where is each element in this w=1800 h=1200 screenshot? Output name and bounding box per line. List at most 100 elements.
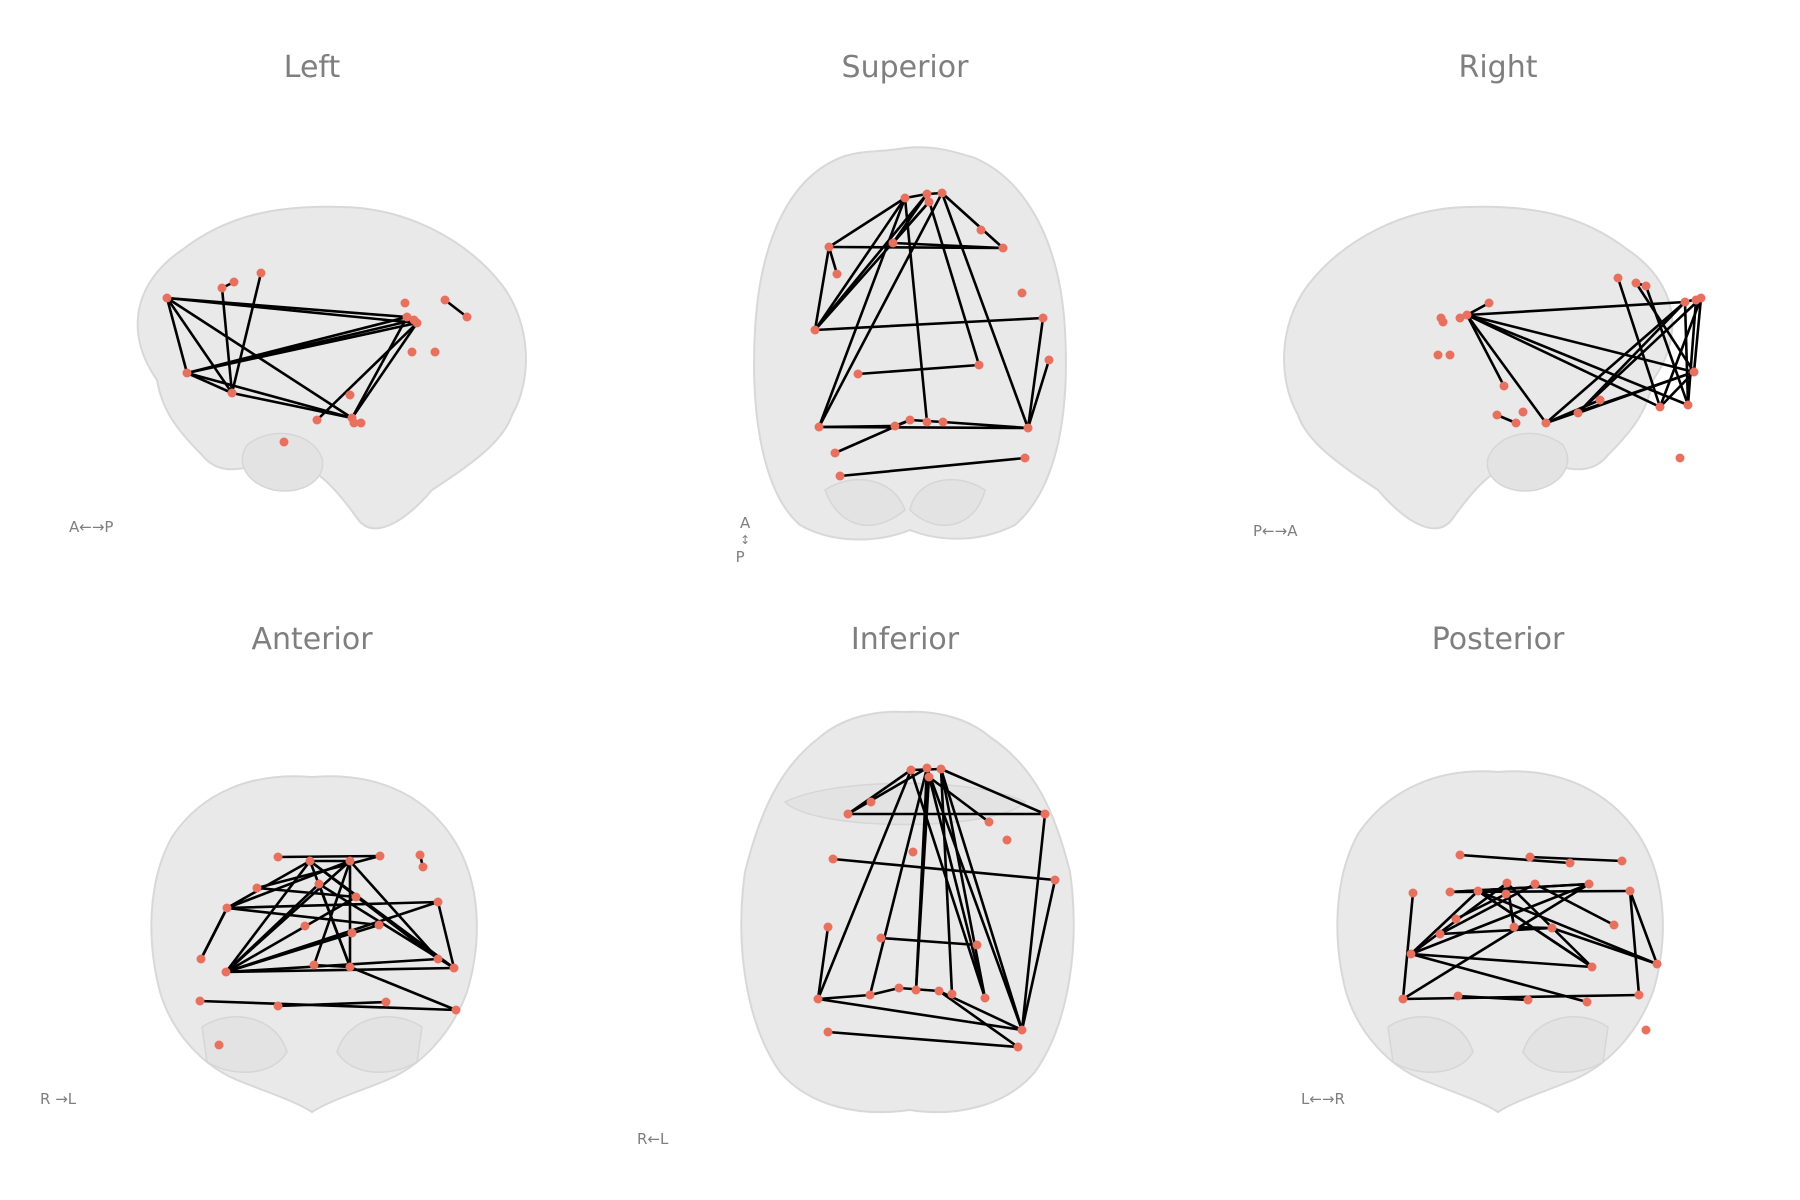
region-node xyxy=(830,448,840,458)
region-node xyxy=(300,921,310,931)
view-title: Anterior xyxy=(251,622,373,657)
region-node xyxy=(345,962,355,972)
connection-edge xyxy=(276,1000,388,1008)
orientation-start: R xyxy=(40,1090,51,1108)
region-node xyxy=(828,854,838,864)
connection-edge xyxy=(312,859,352,967)
view-title: Posterior xyxy=(1431,622,1565,657)
region-node xyxy=(433,897,443,907)
connection-edge xyxy=(1476,889,1659,966)
connection-edge xyxy=(1550,926,1659,966)
region-node xyxy=(415,850,425,860)
orientation-arrow: ←→ xyxy=(79,518,105,536)
brain-graph-right xyxy=(1283,205,1706,530)
region-node xyxy=(273,1001,283,1011)
connection-edge xyxy=(1026,358,1051,430)
connection-edge xyxy=(827,245,1005,250)
connection-edge xyxy=(827,245,839,276)
connection-edge xyxy=(348,965,458,1012)
region-nodes xyxy=(162,268,472,447)
connection-edge xyxy=(1465,313,1548,425)
connection-edge xyxy=(817,424,897,429)
connection-edge xyxy=(1533,882,1616,927)
region-node xyxy=(1408,888,1418,898)
region-node xyxy=(1038,313,1048,323)
connection-edge xyxy=(1409,952,1594,969)
region-node xyxy=(351,892,361,902)
region-node xyxy=(1453,991,1463,1001)
orientation-arrow: ↕ xyxy=(740,533,751,547)
region-node xyxy=(345,390,355,400)
connection-edge xyxy=(816,993,872,1001)
region-node xyxy=(221,967,231,977)
connection-edge xyxy=(1628,889,1641,997)
view-superior: Superior A ↕ P xyxy=(605,0,1205,600)
connection-edge xyxy=(827,196,907,249)
region-node xyxy=(349,418,359,428)
region-node xyxy=(906,765,916,775)
connection-edge xyxy=(939,767,1047,816)
connection-lines xyxy=(816,766,1057,1049)
connection-edge xyxy=(937,989,1020,1049)
region-node xyxy=(273,852,283,862)
region-node xyxy=(256,268,266,278)
connection-edge xyxy=(165,296,234,395)
connection-lines xyxy=(1401,853,1659,1004)
view-title: Left xyxy=(283,50,341,85)
region-node xyxy=(824,242,834,252)
connection-edge xyxy=(1020,878,1057,1032)
region-node xyxy=(314,879,324,889)
region-node xyxy=(182,368,192,378)
region-node xyxy=(345,856,355,866)
connection-edge xyxy=(220,286,234,395)
region-node xyxy=(1680,297,1690,307)
region-node xyxy=(1398,994,1408,1004)
orientation-arrow: ←→ xyxy=(1309,1090,1335,1108)
connection-edge xyxy=(225,906,381,927)
region-node xyxy=(1689,367,1699,377)
orientation-end: L xyxy=(660,1130,669,1148)
connection-edge xyxy=(1576,296,1703,415)
connection-edge xyxy=(315,321,419,422)
connection-edge xyxy=(909,768,987,1000)
region-node xyxy=(936,764,946,774)
connection-edge xyxy=(1448,882,1591,894)
orientation-marker: A ↕ P xyxy=(736,515,751,566)
connection-edge xyxy=(925,766,987,1000)
region-node xyxy=(1451,914,1461,924)
brain-graph-left xyxy=(136,205,527,530)
connection-edge xyxy=(436,900,456,970)
orientation-arrow: ← xyxy=(647,1130,661,1148)
connection-edge xyxy=(185,318,416,375)
region-node xyxy=(1691,295,1701,305)
connection-edge xyxy=(350,315,409,420)
connection-edge xyxy=(230,391,354,420)
region-node xyxy=(162,293,172,303)
connection-edge xyxy=(348,859,440,961)
brain-graph-superior xyxy=(753,146,1067,541)
orientation-marker: L←→R xyxy=(1301,1090,1345,1108)
connection-edge xyxy=(1438,882,1537,936)
connection-edge xyxy=(1454,892,1508,921)
region-nodes xyxy=(813,763,1060,1052)
connection-edge xyxy=(879,936,979,947)
connection-edge xyxy=(816,925,830,1001)
view-title: Inferior xyxy=(850,622,960,657)
brain-graph-anterior xyxy=(150,775,478,1114)
connection-edge xyxy=(198,999,458,1012)
connection-edge xyxy=(1456,994,1530,1002)
orientation-end: L xyxy=(67,1090,77,1108)
connection-edge xyxy=(813,316,1045,332)
connection-edge xyxy=(185,371,234,395)
region-node xyxy=(972,940,982,950)
region-node xyxy=(976,225,986,235)
region-node xyxy=(1017,1025,1027,1035)
brain-graph-posterior xyxy=(1336,770,1664,1114)
region-node xyxy=(924,197,934,207)
region-nodes xyxy=(195,850,461,1050)
region-node xyxy=(888,238,898,248)
view-title: Right xyxy=(1458,50,1538,85)
orientation-arrow: ←→ xyxy=(1262,522,1288,540)
region-node xyxy=(433,954,443,964)
connection-edge xyxy=(1683,300,1690,407)
